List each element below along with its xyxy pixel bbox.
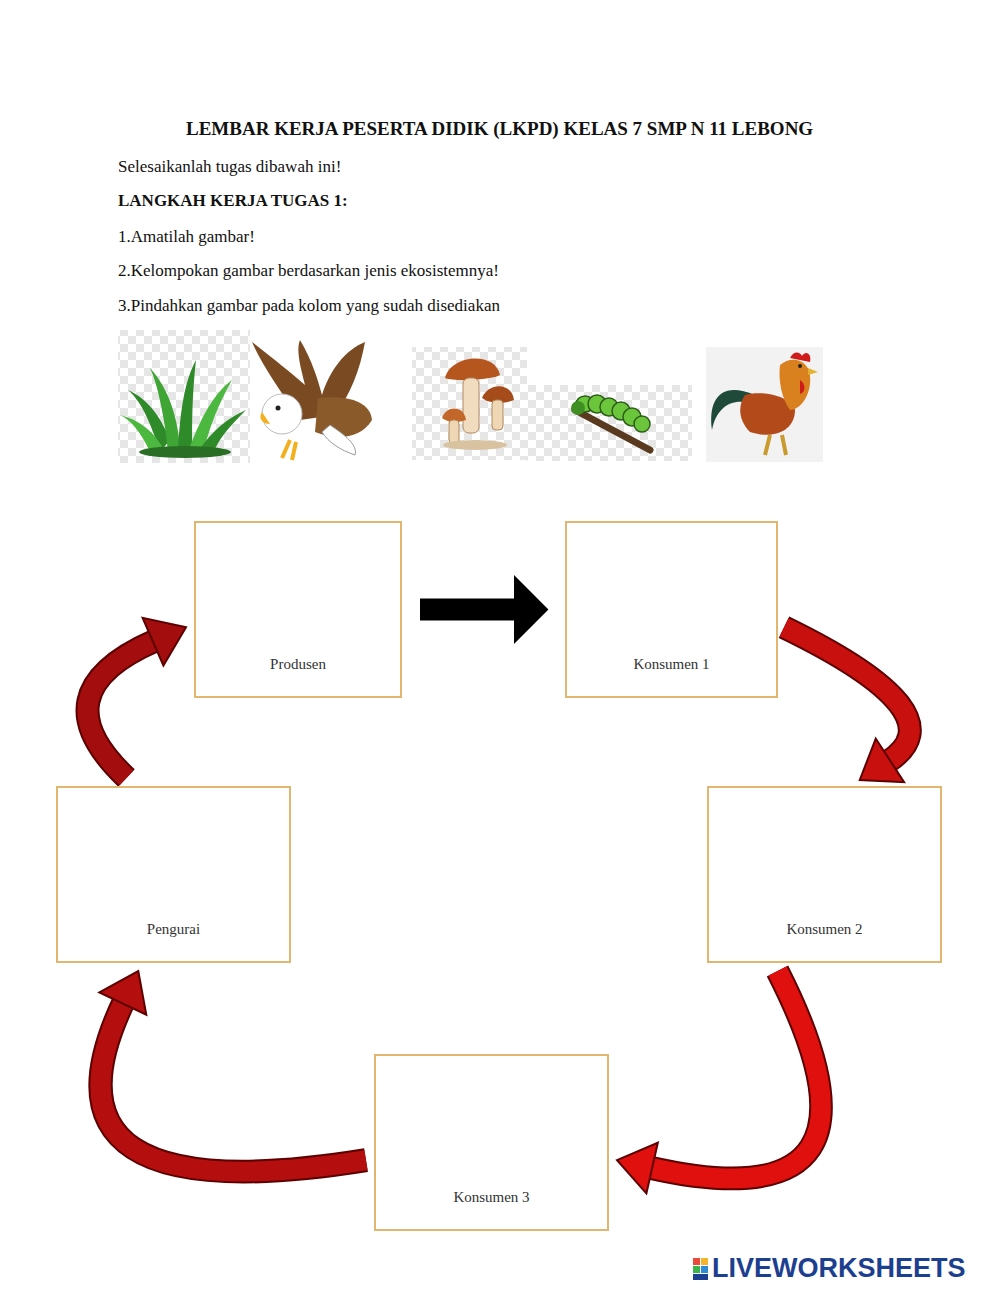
arrow-head — [143, 618, 186, 666]
step-text: 1.Amatilah gambar! — [118, 227, 255, 247]
answer-box: Konsumen 1 — [565, 521, 778, 698]
arrow-head — [860, 739, 904, 783]
answer-box: Konsumen 2 — [707, 786, 942, 963]
arrow-head — [99, 971, 146, 1015]
box-label: Konsumen 2 — [780, 921, 868, 938]
logo-icon — [693, 1258, 708, 1280]
box-label: Produsen — [264, 656, 332, 673]
connector-line — [101, 1002, 366, 1172]
mushroom-picture — [412, 347, 527, 460]
flow-arrow — [99, 971, 366, 1172]
box-label: Konsumen 1 — [627, 656, 715, 673]
connector-line — [87, 641, 154, 778]
connector-line — [420, 599, 517, 621]
arrow-head — [617, 1143, 658, 1194]
box-label: Konsumen 3 — [447, 1189, 535, 1206]
connector-line — [650, 971, 821, 1178]
watermark: LIVEWORKSHEETS — [712, 1253, 966, 1284]
connector-line — [87, 641, 154, 778]
flow-arrow — [617, 971, 821, 1193]
grass-picture — [118, 330, 250, 463]
answer-box: Konsumen 3 — [374, 1054, 609, 1231]
flow-arrow — [420, 578, 547, 642]
page-title: LEMBAR KERJA PESERTA DIDIK (LKPD) KELAS … — [186, 118, 813, 140]
connector-line — [784, 627, 910, 761]
connector-line — [101, 1002, 366, 1172]
flow-arrow — [87, 618, 186, 778]
connector-line — [784, 627, 910, 761]
answer-box: Pengurai — [56, 786, 291, 963]
box-label: Pengurai — [141, 921, 206, 938]
answer-box: Produsen — [194, 521, 402, 698]
instruction-text: Selesaikanlah tugas dibawah ini! — [118, 157, 341, 177]
task-heading: LANGKAH KERJA TUGAS 1: — [118, 191, 348, 211]
arrow-head — [515, 578, 547, 642]
rooster-picture — [706, 347, 823, 462]
flow-arrow — [784, 627, 910, 782]
connector-line — [650, 971, 821, 1178]
eagle-picture — [252, 340, 372, 460]
caterpillar-picture — [527, 385, 692, 461]
step-text: 2.Kelompokan gambar berdasarkan jenis ek… — [118, 261, 499, 281]
step-text: 3.Pindahkan gambar pada kolom yang sudah… — [118, 296, 500, 316]
